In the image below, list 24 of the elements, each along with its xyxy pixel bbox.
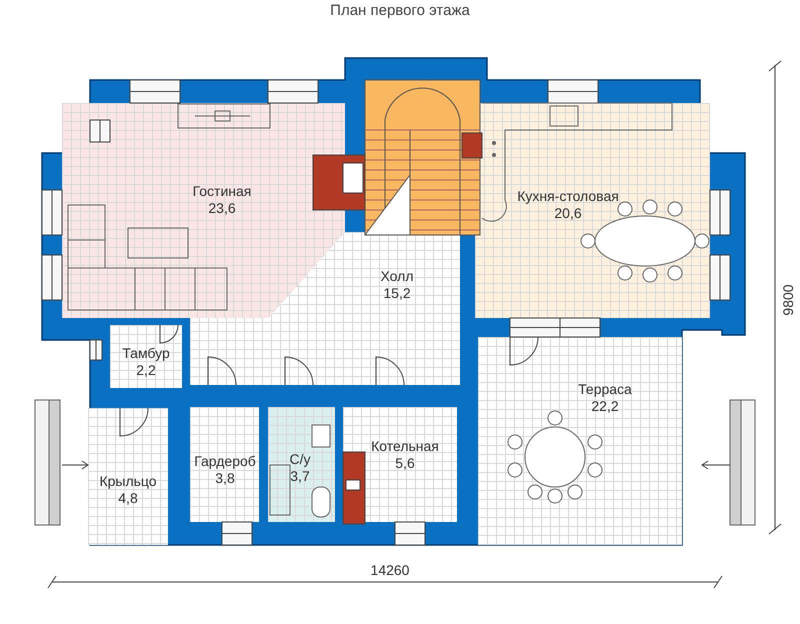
room-floor xyxy=(110,325,182,388)
room-area: 4,8 xyxy=(99,490,157,507)
room-name: Гостиная xyxy=(192,183,252,200)
room-name: Холл xyxy=(380,268,414,285)
room-name: Гардероб xyxy=(194,453,256,470)
room-name: Котельная xyxy=(371,438,439,455)
room-name: Кухня-столовая xyxy=(517,188,619,205)
room-area: 5,6 xyxy=(371,455,439,472)
dimension-text: 14260 xyxy=(370,562,410,578)
room-area: 15,2 xyxy=(380,285,414,302)
room-area: 2,2 xyxy=(122,362,170,379)
room-area: 23,6 xyxy=(192,200,252,217)
plan-title: План первого этажа xyxy=(329,2,471,19)
room-area: 22,2 xyxy=(578,398,632,415)
room-floor xyxy=(88,408,168,545)
room-name: С/у xyxy=(290,451,310,468)
dimension-text: 9800 xyxy=(780,284,796,316)
room-area: 3,7 xyxy=(290,468,310,485)
room-area: 20,6 xyxy=(517,205,619,222)
room-name: Терраса xyxy=(578,381,632,398)
room-area: 3,8 xyxy=(194,470,256,487)
room-name: Тамбур xyxy=(122,345,170,362)
room-floor xyxy=(190,407,259,522)
room-name: Крыльцо xyxy=(99,473,157,490)
